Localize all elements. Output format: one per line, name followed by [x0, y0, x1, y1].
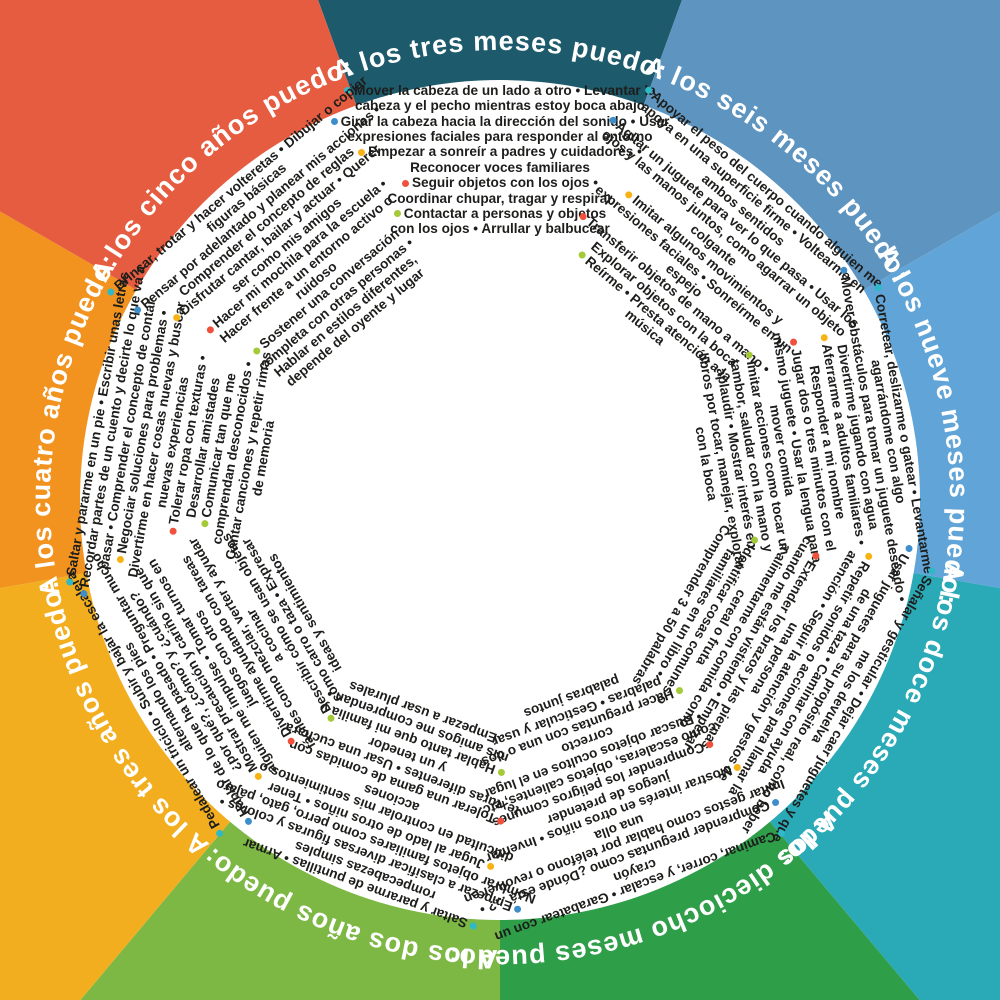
milestone-text: Contactar a personas y objetos con los o… [390, 205, 610, 237]
red-bullet-icon [810, 551, 821, 562]
yellow-bullet-icon [733, 762, 743, 772]
red-bullet-icon [286, 736, 297, 747]
yellow-bullet-icon [358, 148, 366, 156]
teal-bullet-icon [106, 287, 117, 297]
milestone-group-teal: Mover la cabeza de un lado a otro • Leva… [328, 83, 672, 114]
yellow-bullet-icon [171, 312, 182, 323]
red-bullet-icon [705, 740, 715, 749]
yellow-bullet-icon [820, 333, 829, 342]
blue-bullet-icon [330, 118, 338, 126]
yellow-bullet-icon [485, 861, 495, 871]
blue-bullet-icon [839, 266, 848, 275]
milestones-tres-meses: Mover la cabeza de un lado a otro • Leva… [330, 83, 844, 654]
teal-bullet-icon [344, 87, 352, 95]
milestone-group-blue: Girar la cabeza hacia la dirección del s… [328, 114, 672, 145]
red-bullet-icon [496, 816, 506, 826]
milestone-group-yellow: Empezar a sonreír a padres y cuidadores … [328, 144, 672, 175]
milestone-text: Empezar a sonreír a padres y cuidadores … [368, 144, 642, 175]
blue-bullet-icon [513, 904, 523, 914]
green-bullet-icon [674, 685, 684, 695]
milestone-text: Girar la cabeza hacia la dirección del s… [340, 113, 670, 145]
teal-bullet-icon [468, 921, 478, 931]
yellow-bullet-icon [253, 771, 263, 781]
yellow-bullet-icon [116, 555, 125, 564]
teal-bullet-icon [643, 85, 654, 96]
blue-bullet-icon [79, 589, 88, 598]
milestone-group-red: Seguir objetos con los ojos • Coordinar … [328, 175, 672, 206]
red-bullet-icon [168, 526, 177, 535]
teal-bullet-icon [873, 283, 883, 292]
inner-circle [80, 80, 920, 920]
blue-bullet-icon [607, 115, 618, 126]
teal-bullet-icon [66, 578, 75, 587]
milestone-text: Mover la cabeza de un lado a otro • Leva… [354, 83, 656, 114]
green-bullet-icon [496, 767, 506, 777]
green-bullet-icon [393, 210, 401, 218]
green-bullet-icon [201, 519, 210, 528]
milestone-group-green: Contactar a personas y objetos con los o… [328, 206, 672, 237]
blue-bullet-icon [243, 816, 254, 826]
green-bullet-icon [251, 345, 262, 356]
red-bullet-icon [401, 179, 409, 187]
red-bullet-icon [205, 324, 215, 335]
teal-bullet-icon [776, 828, 786, 838]
green-bullet-icon [326, 713, 336, 723]
yellow-bullet-icon [864, 551, 874, 562]
blue-bullet-icon [903, 544, 914, 554]
teal-bullet-icon [215, 828, 225, 838]
milestone-text: Seguir objetos con los ojos • Coordinar … [387, 175, 613, 206]
blue-bullet-icon [770, 797, 780, 807]
blue-bullet-icon [132, 305, 143, 315]
teal-bullet-icon [926, 566, 937, 576]
